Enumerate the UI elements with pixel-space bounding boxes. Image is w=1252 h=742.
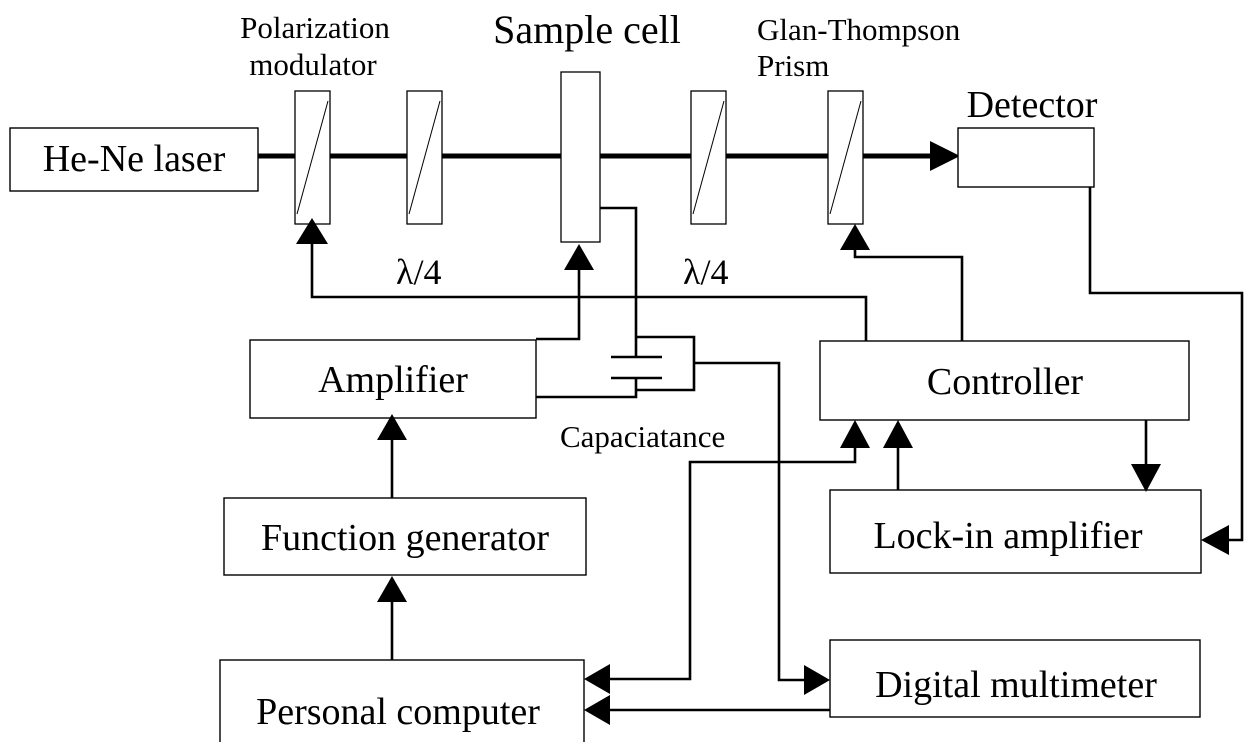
quarter-wave-plate-right-axis	[692, 100, 725, 215]
wire-capacitor-to-amplifier	[536, 378, 638, 399]
laser-box	[9, 127, 259, 192]
wire-capacitor-bracket	[636, 335, 696, 392]
beam-arrowhead	[930, 141, 960, 171]
digital-multimeter-label: Digital multimeter	[875, 664, 1157, 706]
arrowhead-amplifier	[377, 414, 407, 440]
digital-multimeter-box	[829, 639, 1201, 718]
wire-controller-to-prism	[853, 246, 964, 341]
polarization-modulator-label-line2: modulator	[249, 47, 377, 82]
capacitance-label: Capaciatance	[560, 419, 725, 454]
wire-detector-to-lock-in	[1088, 187, 1244, 542]
wire-sample-to-capacitor	[600, 206, 638, 357]
wire-capacitor-to-multimeter	[694, 361, 806, 682]
sample-cell-label: Sample cell	[493, 7, 681, 52]
amplifier-box	[249, 339, 537, 419]
sample-cell	[560, 71, 601, 243]
controller-box	[819, 340, 1190, 421]
quarter-wave-left-label: λ/4	[396, 252, 441, 292]
lock-in-amplifier-box	[829, 489, 1202, 574]
arrowhead-sample	[564, 244, 594, 270]
arrowhead-multimeter	[804, 665, 830, 695]
amplifier-label: Amplifier	[318, 359, 468, 401]
wire-computer-controller-link	[608, 444, 857, 681]
arrowhead-computer-upper	[584, 664, 610, 694]
wire-controller-to-modulator	[310, 240, 868, 341]
detector-label: Detector	[967, 84, 1098, 126]
arrowhead-computer-lower	[584, 695, 610, 725]
glan-thompson-prism-axis	[829, 100, 862, 215]
laser-label: He-Ne laser	[43, 138, 226, 180]
function-generator-box	[223, 497, 587, 576]
arrowhead-controller-right	[883, 420, 913, 448]
arrowhead-lock-in-top	[1131, 464, 1161, 492]
arrowhead-prism	[840, 224, 870, 250]
quarter-wave-right-label: λ/4	[683, 252, 728, 292]
arrowhead-function-generator	[377, 576, 407, 602]
glan-thompson-label-line2: Prism	[757, 48, 829, 83]
function-generator-label: Function generator	[261, 517, 549, 559]
polarization-modulator-label-line1: Polarization	[240, 10, 390, 45]
lock-in-amplifier-label: Lock-in amplifier	[873, 515, 1142, 557]
controller-label: Controller	[927, 361, 1084, 403]
wire-amplifier-to-sample	[536, 266, 581, 341]
glan-thompson-label-line1: Glan-Thompson	[757, 12, 961, 47]
polarization-modulator-axis	[296, 100, 329, 215]
personal-computer-box	[219, 659, 585, 742]
arrowhead-controller-left	[840, 420, 870, 448]
detector-box	[957, 127, 1095, 188]
personal-computer-label: Personal computer	[256, 691, 540, 733]
arrowhead-modulator	[296, 218, 328, 244]
arrowhead-lock-in-right	[1201, 525, 1229, 555]
quarter-wave-plate-left-axis	[408, 100, 441, 215]
